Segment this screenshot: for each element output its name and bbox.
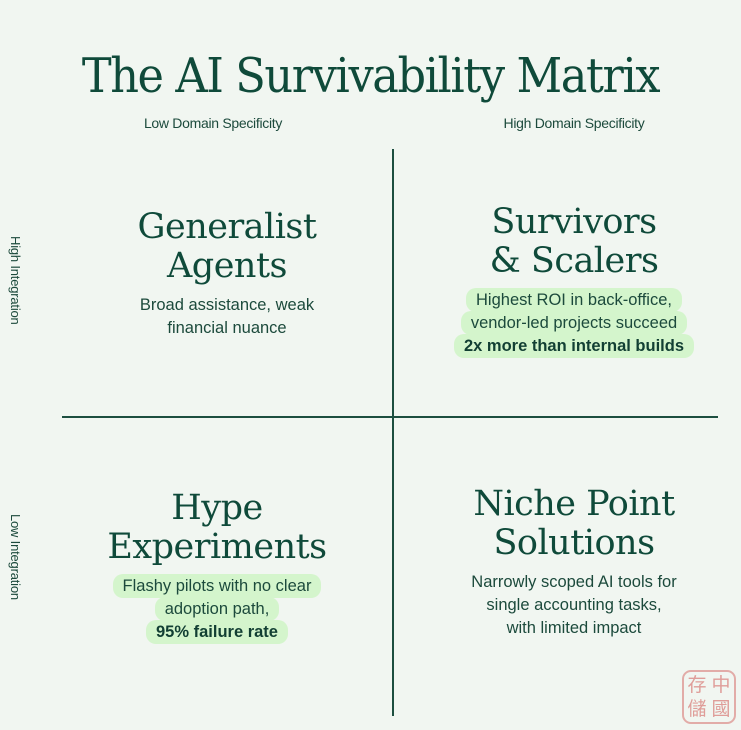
page-title: The AI Survivability Matrix — [81, 48, 661, 105]
quadrant-description-line: Flashy pilots with no clear — [122, 577, 312, 595]
quadrant-description-highlighted: Highest ROI in back-office, vendor-led pr… — [394, 288, 741, 358]
quadrant-title-line: Agents — [167, 246, 287, 286]
seal-char: 存 — [687, 674, 707, 696]
quadrant-description-emphasis: 95% failure rate — [156, 623, 278, 641]
horizontal-axis-divider — [62, 416, 718, 418]
quadrant-title-line: Generalist — [137, 207, 317, 247]
quadrant-title: Generalist Agents — [62, 208, 392, 286]
vertical-axis-divider — [392, 149, 394, 716]
quadrant-description-highlighted: Flashy pilots with no clear adoption path… — [52, 574, 382, 644]
quadrant-description-line: Broad assistance, weak — [139, 296, 315, 314]
quadrant-description-line: with limited impact — [506, 619, 642, 637]
row-label-low-integration: Low Integration — [8, 514, 23, 600]
seal-char: 國 — [711, 698, 731, 720]
column-label-high-domain-specificity: High Domain Specificity — [503, 115, 645, 131]
quadrant-title: Niche Point Solutions — [394, 485, 741, 563]
quadrant-description-line: single accounting tasks, — [486, 596, 662, 614]
seal-char: 中 — [711, 674, 731, 696]
quadrant-title-line: Hype — [171, 488, 263, 528]
quadrant-description-line: financial nuance — [167, 319, 287, 337]
quadrant-description-line: Highest ROI in back-office, — [476, 291, 672, 309]
seal-stamp-icon: 存 中 儲 國 — [682, 670, 736, 724]
quadrant-title: Hype Experiments — [52, 489, 382, 567]
highlight-block: Flashy pilots with no clear adoption path… — [112, 574, 322, 644]
quadrant-description-emphasis: 2x more than internal builds — [463, 337, 685, 355]
quadrant-title-line: & Scalers — [489, 241, 659, 281]
seal-char: 儲 — [687, 698, 707, 720]
quadrant-title-line: Solutions — [493, 523, 655, 563]
quadrant-description-line: Narrowly scoped AI tools for — [471, 573, 677, 591]
quadrant-hype-experiments: Hype Experiments Flashy pilots with no c… — [52, 489, 382, 644]
quadrant-description-line: vendor-led projects succeed — [470, 314, 678, 332]
quadrant-niche-point-solutions: Niche Point Solutions Narrowly scoped AI… — [394, 485, 741, 640]
quadrant-title: Survivors & Scalers — [394, 203, 741, 281]
quadrant-generalist-agents: Generalist Agents Broad assistance, weak… — [62, 208, 392, 340]
quadrant-description: Broad assistance, weak financial nuance — [62, 294, 392, 340]
highlight-block: Highest ROI in back-office, vendor-led pr… — [453, 288, 695, 358]
quadrant-description-line: adoption path, — [164, 600, 270, 618]
row-label-high-integration: High Integration — [8, 236, 23, 325]
quadrant-survivors-and-scalers: Survivors & Scalers Highest ROI in back-… — [394, 203, 741, 358]
column-label-low-domain-specificity: Low Domain Specificity — [143, 115, 283, 131]
quadrant-title-line: Niche Point — [473, 484, 675, 524]
quadrant-title-line: Experiments — [107, 527, 327, 567]
quadrant-description: Narrowly scoped AI tools for single acco… — [394, 571, 741, 640]
quadrant-title-line: Survivors — [491, 202, 657, 242]
